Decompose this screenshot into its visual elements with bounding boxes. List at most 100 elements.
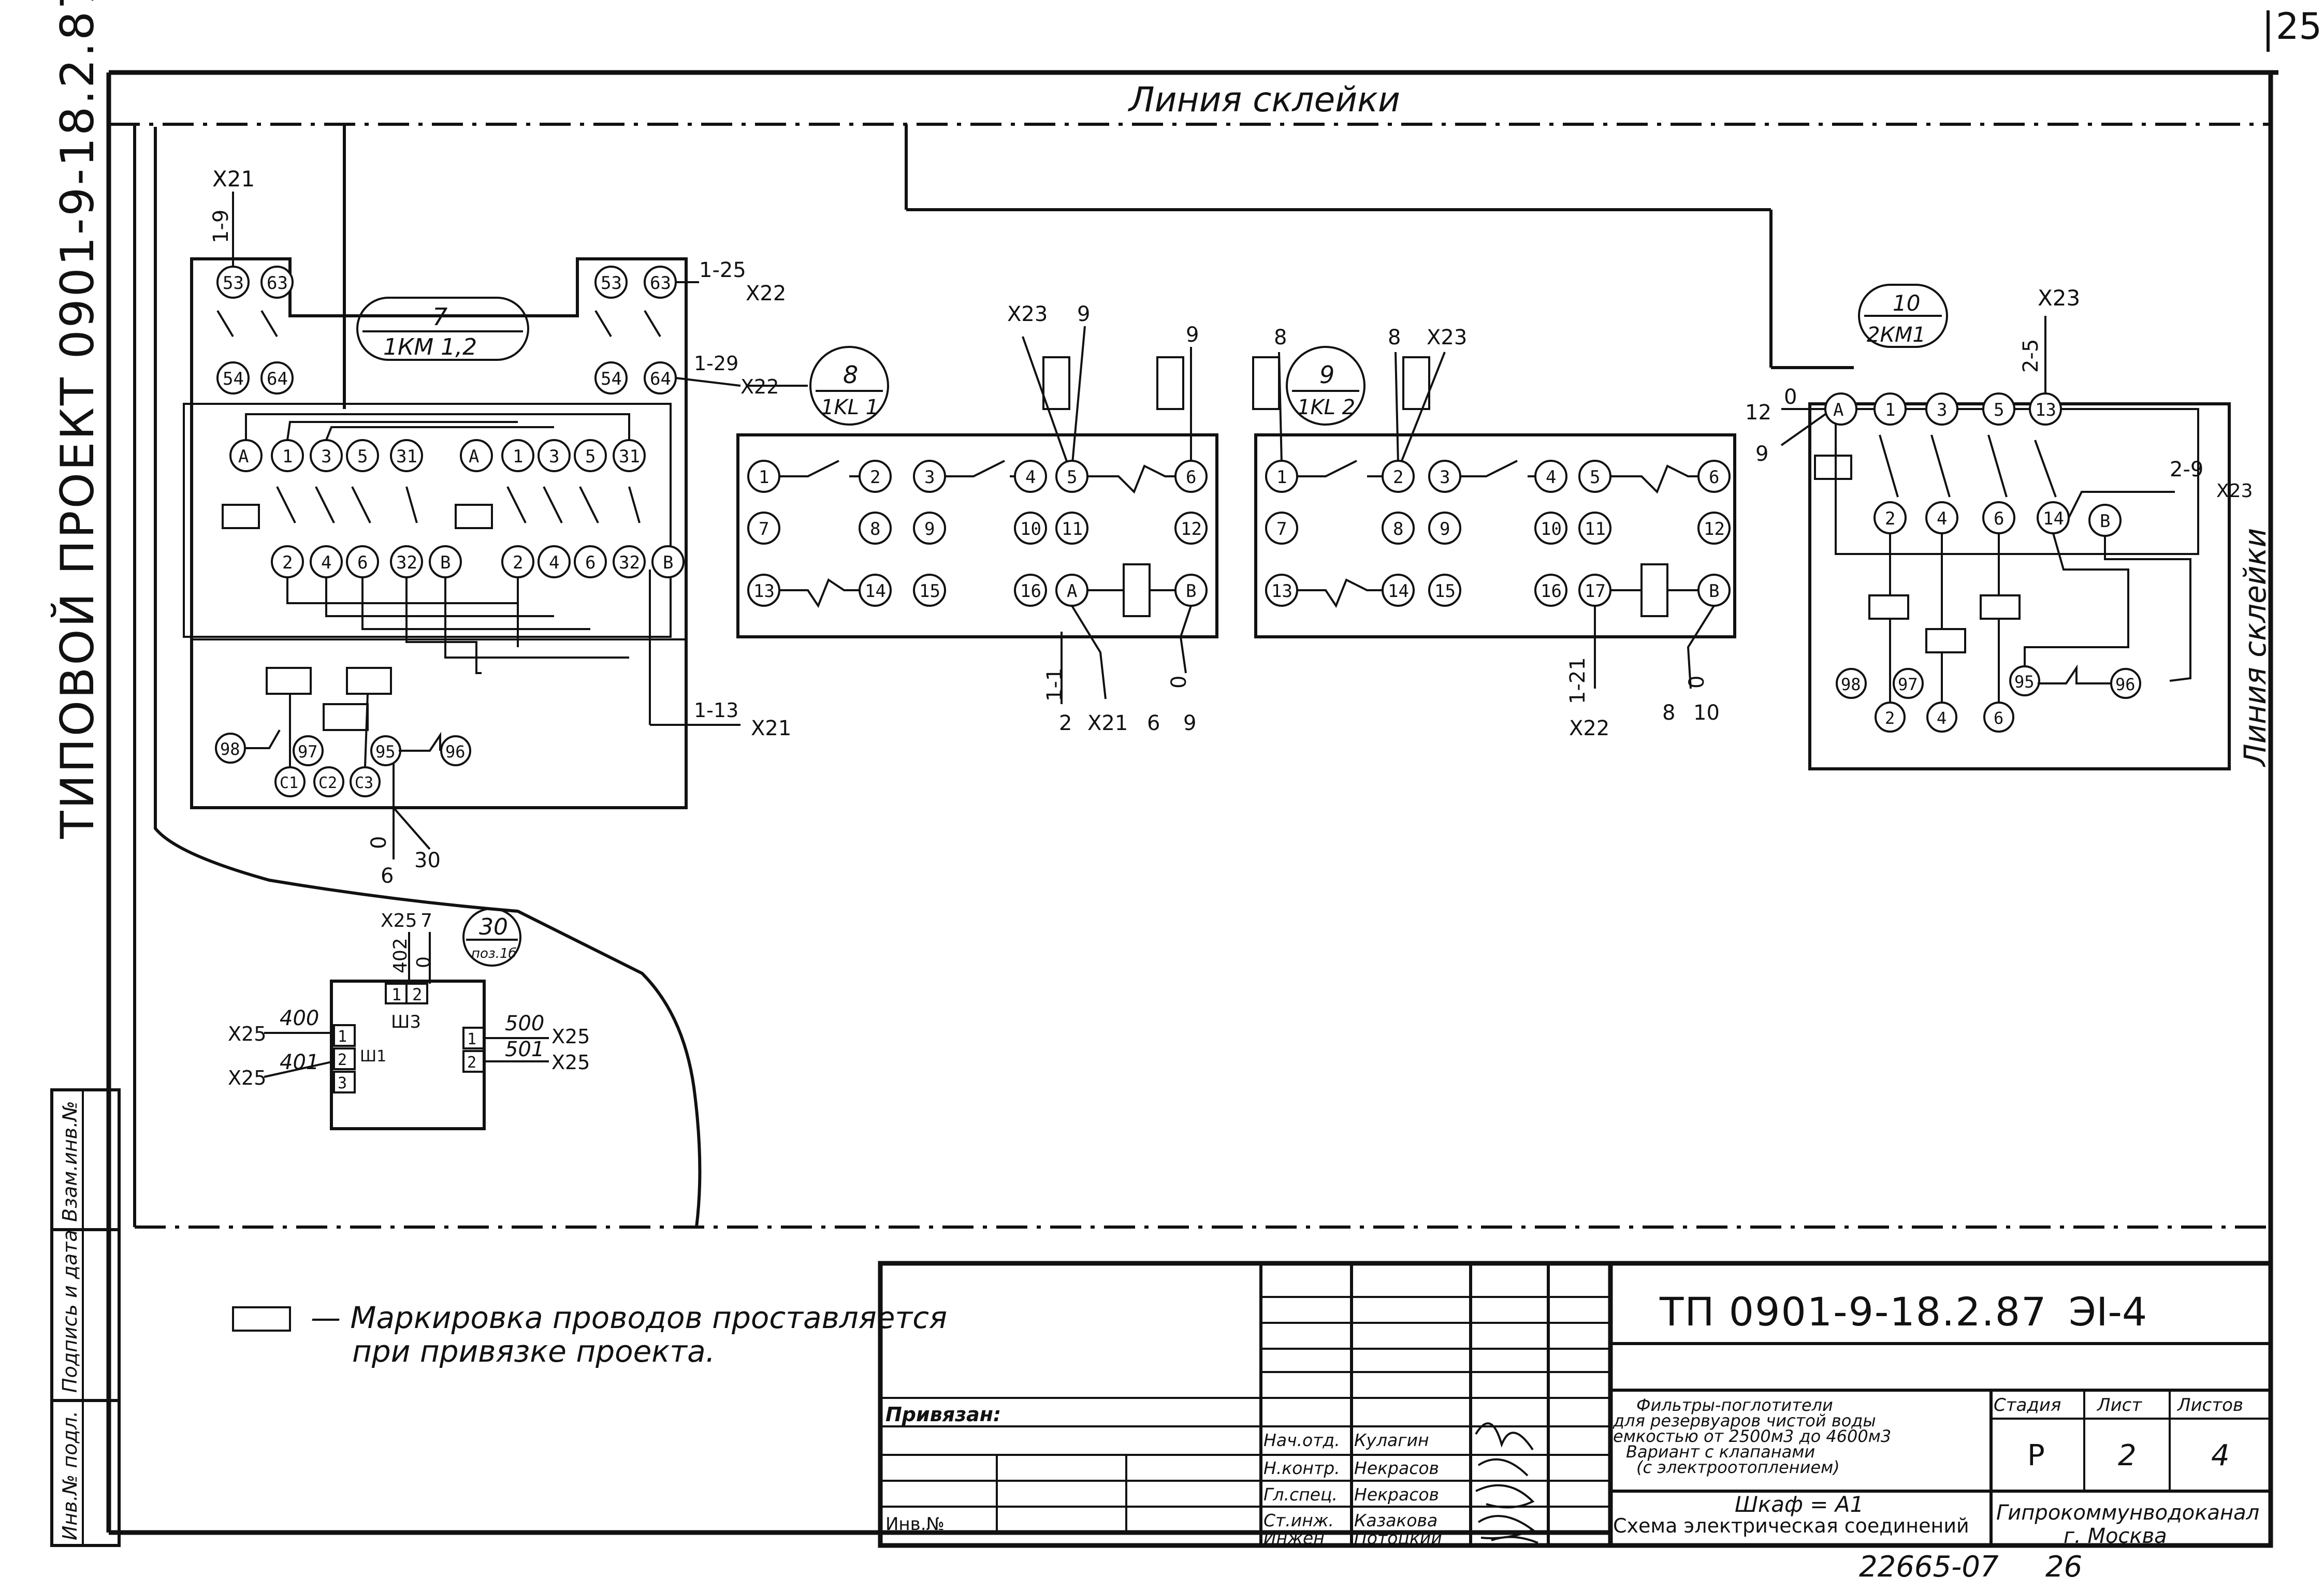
socket-sh1-label: Ш1 — [360, 1047, 386, 1066]
km12-bottom-6: 6 — [381, 864, 394, 888]
kl1-t10: 10 — [1020, 519, 1041, 539]
kl1-bot-2: 2 — [1059, 711, 1072, 735]
km12-contact-63-left — [260, 266, 294, 299]
kl1-top-9a: 9 — [1077, 302, 1090, 326]
sheet-value: 2 — [2118, 1439, 2137, 1472]
km12-contact-64-right-label: 64 — [650, 369, 671, 389]
kl1-title-top: 8 — [843, 361, 858, 389]
km12-top-A: A — [238, 446, 249, 467]
km12-1-25-label: 1-25 — [699, 258, 746, 282]
page-number: 25 — [2276, 5, 2322, 48]
archive-page: 26 — [2045, 1550, 2082, 1584]
km12-contact-53-left-label: 53 — [223, 273, 244, 294]
km12-1-13-label: 1-13 — [694, 699, 738, 722]
km12-x22-a-label: X22 — [746, 282, 786, 305]
km12-bot-2: 2 — [282, 552, 293, 573]
km1-title-top: 10 — [1893, 290, 1920, 316]
kl1-t15: 15 — [919, 581, 940, 602]
kl1-tA: A — [1067, 581, 1077, 602]
schema-title: Схема электрическая соединений — [1613, 1514, 1969, 1537]
km12-thermal-98: 98 — [220, 739, 240, 759]
km1-title-capsule — [1858, 284, 1948, 348]
socket-sh2-2: 2 — [467, 1054, 476, 1072]
socket-sh3-1: 1 — [391, 985, 401, 1004]
socket-sh1-2: 2 — [338, 1051, 347, 1069]
socket-left-term-1: X25 — [228, 1023, 266, 1045]
kl2-tB: B — [1709, 581, 1719, 602]
kl2-bot-0: 0 — [1685, 676, 1709, 689]
socket-top-x25: X25 — [381, 910, 417, 931]
kl1-title-bottom: 1KL 1 — [821, 396, 879, 419]
km1-thermal-98: 98 — [1841, 675, 1861, 694]
km1-thermal-96: 96 — [2115, 675, 2136, 694]
socket-right-term-1: X25 — [551, 1025, 590, 1048]
km1-thermal-97: 97 — [1898, 675, 1918, 694]
km12-title-bottom: 1КМ 1,2 — [383, 334, 477, 360]
socket-top-0: 0 — [413, 956, 434, 968]
km12-thermal-95: 95 — [375, 742, 396, 762]
km12-bottom-30: 30 — [414, 849, 441, 872]
role-inzhen: Инжен — [1263, 1528, 1325, 1548]
kl1-t4: 4 — [1025, 467, 1036, 488]
socket-title-top: 30 — [479, 914, 508, 940]
km12-bot-32b: 32 — [619, 552, 640, 573]
km12-contact-63-left-label: 63 — [267, 273, 288, 294]
kl2-block: 9 1KL 2 8 8 X23 1 2 3 4 5 6 7 8 9 10 11 … — [1252, 326, 1736, 740]
km12-bot-B: B — [440, 552, 451, 573]
km12-title-capsule — [356, 297, 529, 361]
km12-thermal-C3: C3 — [355, 774, 373, 792]
description-line-5: (с электроотоплением) — [1636, 1457, 1840, 1477]
km12-contact-53-right — [594, 266, 628, 299]
km12-1-29-label: 1-29 — [694, 352, 738, 375]
kl2-t15: 15 — [1434, 581, 1456, 602]
archive-number: 22665-07 — [1859, 1550, 1999, 1584]
km12-block: X21 1-9 7 1КМ 1,2 53 63 54 64 53 63 54 6… — [183, 166, 791, 888]
km1-thermal-6: 6 — [1994, 708, 2003, 728]
km1-top-13: 13 — [2035, 400, 2056, 420]
socket-sh1-3: 3 — [338, 1074, 347, 1092]
km1-top-A: A — [1833, 400, 1843, 420]
kl1-bot-9: 9 — [1183, 711, 1196, 735]
socket-sh3-2: 2 — [412, 985, 422, 1004]
socket-title-bottom: поз.1б — [471, 946, 517, 961]
description-line-2: для резервуаров чистой воды — [1613, 1411, 1876, 1431]
km12-top-A2: A — [469, 446, 479, 467]
km12-bot-6b: 6 — [585, 552, 595, 573]
kl2-t7: 7 — [1276, 519, 1287, 539]
sheets-header: Листов — [2176, 1395, 2243, 1416]
km12-contact-53-right-label: 53 — [601, 273, 622, 294]
sheet-code: ЭI-4 — [2069, 1289, 2147, 1335]
km12-top-1: 1 — [282, 446, 293, 467]
km1-top-3: 3 — [1937, 400, 1947, 420]
kl1-bot-6: 6 — [1147, 711, 1160, 735]
kl1-bot-x21: X21 — [1087, 711, 1128, 735]
km1-title-bottom: 2КМ1 — [1867, 323, 1926, 347]
note-line-2: при привязке проекта. — [352, 1334, 715, 1369]
km1-thermal-4: 4 — [1937, 708, 1947, 728]
km12-bot-4b: 4 — [549, 552, 559, 573]
kl1-top-9b: 9 — [1186, 323, 1199, 347]
glue-line-top: Линия склейки — [1128, 80, 1400, 120]
km1-right-2-9: 2-9 — [2170, 458, 2203, 482]
km1-bot-6: 6 — [1994, 508, 2004, 529]
km12-thermal-96: 96 — [445, 742, 466, 762]
km1-left-0: 0 — [1784, 385, 1797, 409]
kl2-t8: 8 — [1393, 519, 1403, 539]
signatures — [1475, 1422, 1538, 1544]
kl1-terminals: 1 2 3 4 5 6 7 8 9 10 11 12 13 14 15 16 A… — [747, 460, 1208, 617]
inv-label: Инв.№ — [885, 1514, 945, 1535]
km1-block: 10 2КМ1 0 12 9 X23 2-5 A 1 3 5 13 2 4 6 … — [1745, 284, 2253, 770]
kl2-bot-10: 10 — [1693, 701, 1720, 725]
kl1-title-circle — [809, 346, 889, 426]
role-st-inzh: Ст.инж. — [1263, 1510, 1334, 1530]
km12-x21-b-label: X21 — [751, 717, 791, 740]
km12-title-top: 7 — [432, 303, 447, 331]
privyazan-label: Привязан: — [885, 1403, 1001, 1426]
km12-x21-label: X21 — [212, 166, 255, 192]
kl1-t7: 7 — [759, 519, 769, 539]
km1-thermal-2: 2 — [1885, 708, 1895, 728]
kl2-top-x23: X23 — [1427, 326, 1467, 349]
km1-thermal-95: 95 — [2014, 672, 2035, 692]
km12-top-5b: 5 — [585, 446, 595, 467]
kl2-frame — [1254, 433, 1736, 638]
